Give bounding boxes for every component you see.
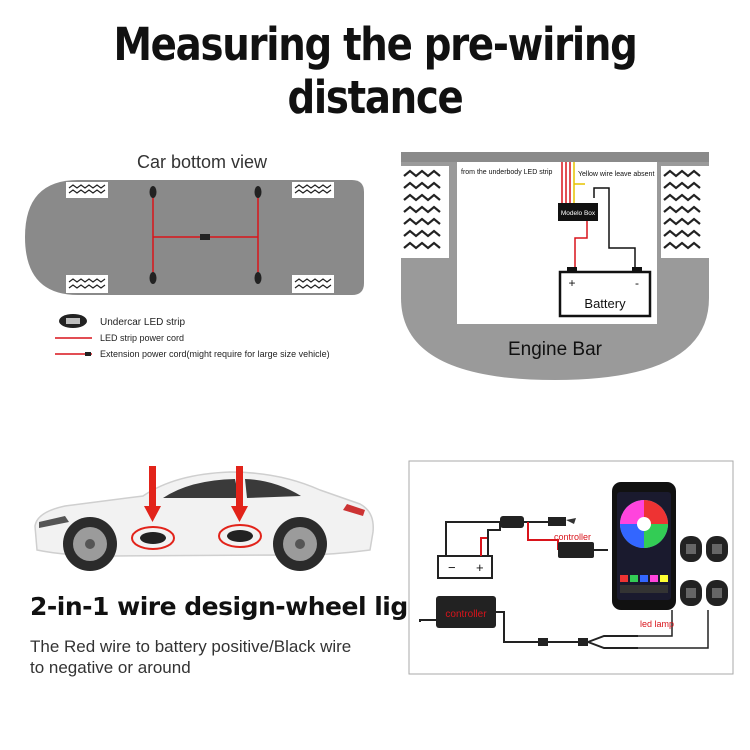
modelo-box-label: Modelo Box: [561, 210, 596, 217]
battery-plus: +: [568, 276, 575, 290]
controller-top: [558, 542, 594, 558]
color-buttons: [620, 575, 668, 593]
car-bottom-label: Car bottom view: [137, 152, 268, 172]
wheel-rear-left: [66, 275, 108, 293]
legend-power-cord-label: LED strip power cord: [100, 333, 184, 343]
battery-small: [437, 555, 493, 579]
controller-top-label: controller: [554, 532, 591, 542]
legend-led-strip-icon: [59, 314, 87, 328]
wheel-rear-right: [292, 275, 334, 293]
modelo-box: [558, 203, 598, 221]
fuse: [500, 516, 524, 528]
controller-bottom-label: controller: [445, 609, 487, 620]
wheel-light-heading: 2-in-1 wire design-wheel light: [30, 592, 437, 621]
legend-extension-label: Extension power cord(might require for l…: [100, 349, 330, 359]
battery: [558, 270, 652, 318]
car-side-view: [34, 466, 374, 571]
from-underbody-label: from the underbody LED strip: [461, 169, 553, 176]
controller-bottom: [436, 596, 496, 628]
led-strips: [149, 186, 262, 284]
engine-bay-label: Engine Bar: [508, 339, 603, 360]
highlight-front: [131, 526, 175, 550]
car-bottom-view: Car bottom view Undercar LED strip LED s…: [25, 152, 364, 359]
connector-top: [548, 517, 566, 526]
arrows: [144, 466, 248, 522]
battery-label: Battery: [584, 296, 626, 311]
page-title: Measuring the pre-wiring distance: [113, 18, 637, 124]
wheel-light-description: The Red wire to battery positive/Black w…: [30, 637, 352, 677]
wiring-plus: +: [476, 560, 484, 575]
yellow-wire-label: Yellow wire leave absent: [578, 171, 654, 178]
highlight-rear: [218, 524, 262, 548]
led-lamps: [680, 536, 728, 606]
engine-bay-diagram: from the underbody LED strip Yellow wire…: [401, 152, 709, 380]
connector: [200, 234, 210, 240]
wiring-diagram: − + controller controller led lamp: [408, 460, 734, 675]
legend-led-strip-label: Undercar LED strip: [100, 317, 185, 328]
led-lamp-label: led lamp: [640, 619, 674, 629]
wiring-minus: −: [448, 560, 456, 575]
battery-minus: -: [635, 276, 639, 290]
